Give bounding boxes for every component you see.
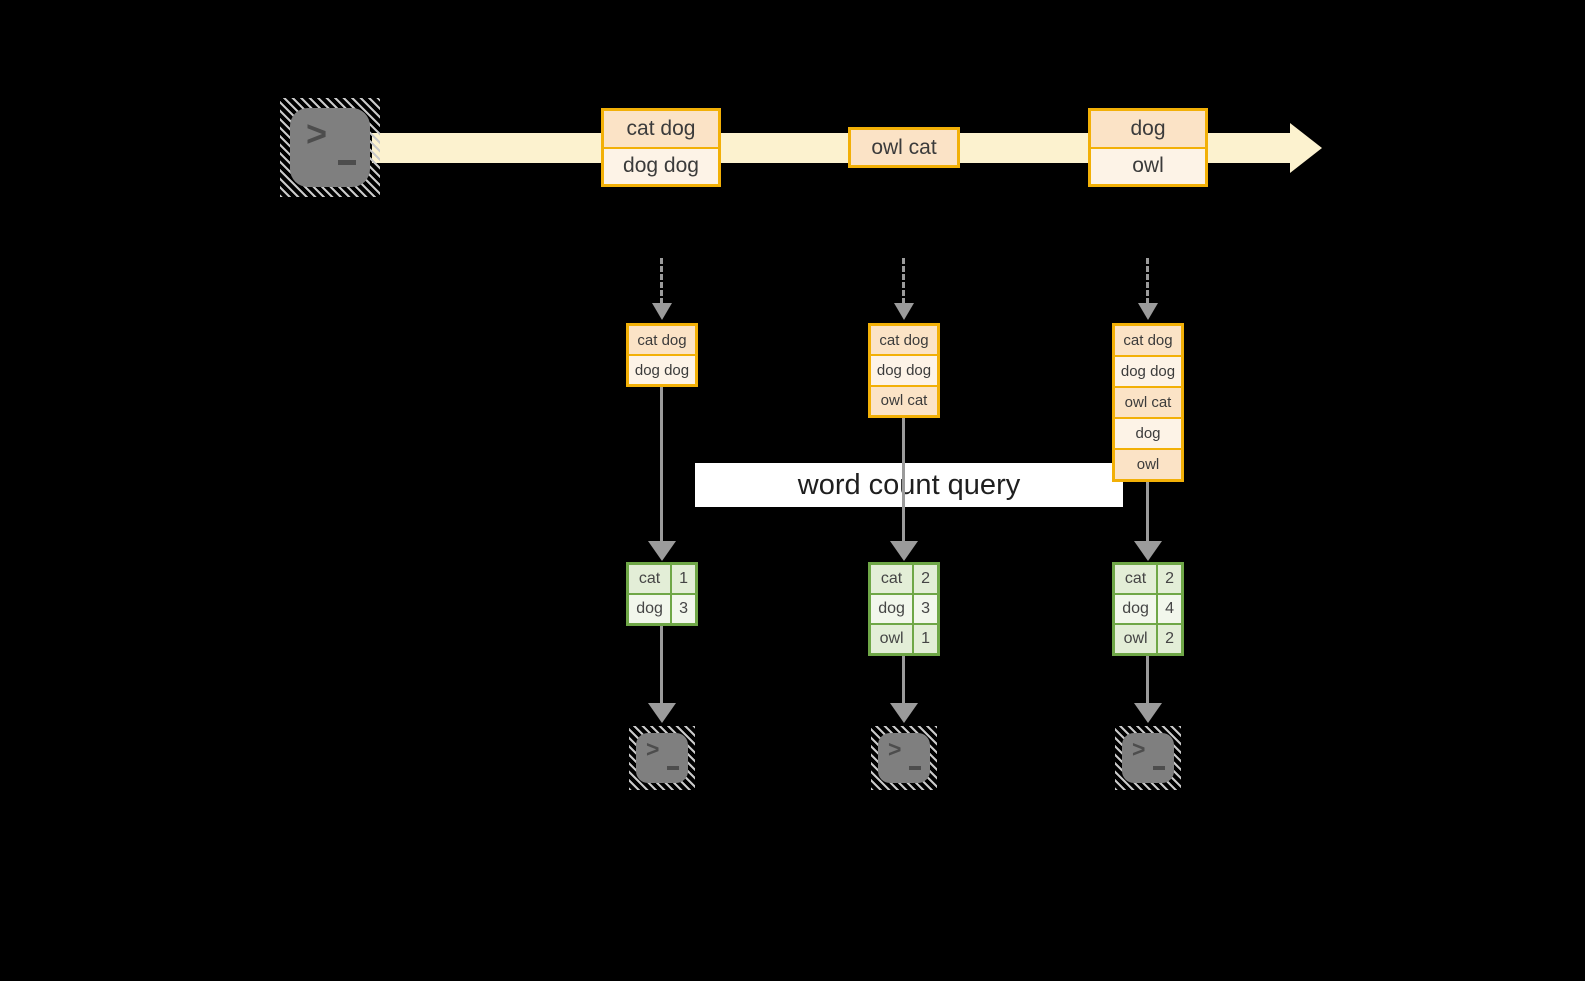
count-row: dog 3 — [871, 593, 937, 623]
count-row: dog 4 — [1115, 593, 1181, 623]
count-value: 3 — [672, 595, 695, 623]
prompt-cursor-icon — [909, 766, 921, 770]
state-row: cat dog — [1115, 326, 1181, 355]
count-word: dog — [1115, 595, 1159, 623]
arrow-down-icon — [1138, 303, 1158, 320]
count-row: cat 1 — [629, 565, 695, 593]
arrow-down-icon — [1134, 541, 1162, 561]
stream-event-row: dog — [1091, 111, 1205, 147]
source-terminal-icon: > — [280, 98, 380, 197]
arrow-down-icon — [894, 303, 914, 320]
state-row: owl cat — [1115, 386, 1181, 417]
arrow-down-icon — [648, 703, 676, 723]
state-row: dog dog — [871, 354, 937, 385]
count-table-1: cat 1 dog 3 — [626, 562, 698, 626]
stream-event-row: cat dog — [604, 111, 718, 147]
stream-event-row: owl — [1091, 146, 1205, 184]
count-value: 2 — [1158, 565, 1181, 593]
connector-line — [1146, 482, 1149, 543]
state-row: cat dog — [871, 326, 937, 355]
state-row: cat dog — [629, 326, 695, 354]
arrow-down-icon — [1134, 703, 1162, 723]
connector-line — [902, 418, 905, 543]
count-word: dog — [871, 595, 915, 623]
sink-terminal-icon: > — [871, 726, 937, 790]
stream-event-1: cat dog dog dog — [601, 108, 721, 187]
prompt-chevron-icon: > — [646, 736, 660, 762]
stream-event-2: owl cat — [848, 127, 960, 168]
count-value: 1 — [914, 625, 937, 653]
prompt-cursor-icon — [338, 160, 356, 165]
terminal-screen: > — [290, 108, 370, 187]
count-row: cat 2 — [871, 565, 937, 593]
state-box-2: cat dog dog dog owl cat — [868, 323, 940, 418]
count-word: cat — [1115, 565, 1159, 593]
count-value: 4 — [1158, 595, 1181, 623]
state-box-1: cat dog dog dog — [626, 323, 698, 387]
terminal-screen: > — [1122, 733, 1174, 783]
dashed-connector — [660, 258, 663, 304]
query-label: word count query — [797, 468, 1021, 501]
terminal-screen: > — [636, 733, 688, 783]
prompt-cursor-icon — [1153, 766, 1165, 770]
dashed-connector — [902, 258, 905, 304]
connector-line — [1146, 656, 1149, 705]
stream-event-row: owl cat — [851, 130, 957, 165]
prompt-cursor-icon — [667, 766, 679, 770]
stream-event-row: dog dog — [604, 146, 718, 184]
prompt-chevron-icon: > — [306, 113, 328, 154]
sink-terminal-icon: > — [1115, 726, 1181, 790]
arrow-down-icon — [890, 703, 918, 723]
count-value: 2 — [1158, 625, 1181, 653]
stream-event-3: dog owl — [1088, 108, 1208, 187]
count-table-3: cat 2 dog 4 owl 2 — [1112, 562, 1184, 656]
state-row: dog dog — [629, 354, 695, 384]
arrow-down-icon — [652, 303, 672, 320]
count-value: 1 — [672, 565, 695, 593]
stream-arrowhead — [1290, 123, 1322, 173]
prompt-chevron-icon: > — [1132, 736, 1146, 762]
state-row: owl — [1115, 448, 1181, 479]
count-table-2: cat 2 dog 3 owl 1 — [868, 562, 940, 656]
count-word: owl — [871, 625, 915, 653]
dashed-connector — [1146, 258, 1149, 304]
terminal-screen: > — [878, 733, 930, 783]
count-value: 3 — [914, 595, 937, 623]
state-row: owl cat — [871, 384, 937, 415]
count-word: dog — [629, 595, 673, 623]
state-row: dog — [1115, 417, 1181, 448]
connector-line — [660, 387, 663, 543]
count-word: cat — [871, 565, 915, 593]
count-row: owl 1 — [871, 623, 937, 653]
count-row: dog 3 — [629, 593, 695, 623]
count-row: owl 2 — [1115, 623, 1181, 653]
connector-line — [660, 626, 663, 705]
arrow-down-icon — [890, 541, 918, 561]
arrow-down-icon — [648, 541, 676, 561]
prompt-chevron-icon: > — [888, 736, 902, 762]
count-row: cat 2 — [1115, 565, 1181, 593]
connector-line — [902, 656, 905, 705]
state-row: dog dog — [1115, 355, 1181, 386]
state-box-3: cat dog dog dog owl cat dog owl — [1112, 323, 1184, 482]
sink-terminal-icon: > — [629, 726, 695, 790]
count-value: 2 — [914, 565, 937, 593]
count-word: cat — [629, 565, 673, 593]
count-word: owl — [1115, 625, 1159, 653]
query-band: word count query — [695, 463, 1123, 507]
